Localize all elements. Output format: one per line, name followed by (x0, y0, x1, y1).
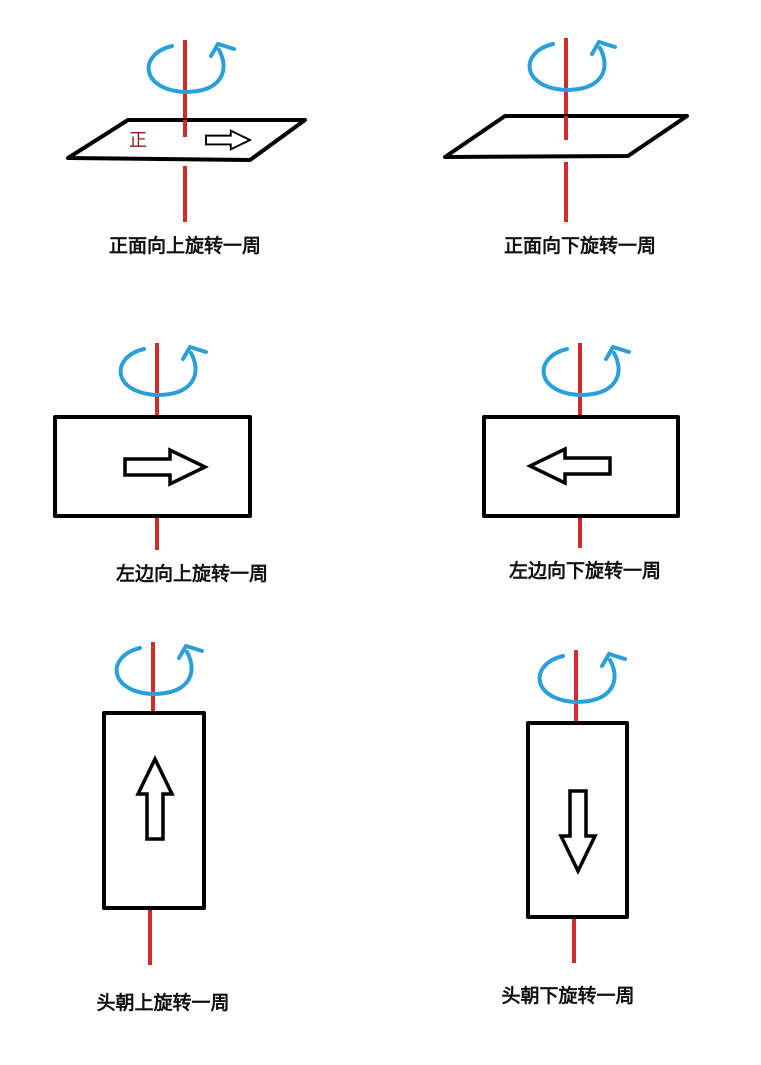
face-mark: 正 (129, 130, 147, 151)
rotation-arrow-icon (114, 644, 204, 696)
rotation-arrow-icon (537, 652, 627, 704)
panel-label: 头朝下旋转一周 (501, 984, 634, 1007)
rotation-arrow-icon (118, 345, 208, 397)
panel-label: 正面向上旋转一周 (109, 234, 261, 257)
panel-left-down: 左边向下旋转一周 (482, 343, 680, 582)
panel-label: 头朝上旋转一周 (96, 991, 229, 1014)
panel-face-up: 正 正面向上旋转一周 (66, 40, 307, 257)
flat-plane (66, 118, 307, 162)
panel-head-up: 头朝上旋转一周 (96, 642, 230, 1014)
panel-left-up: 左边向上旋转一周 (53, 343, 268, 585)
panel-label: 左边向下旋转一周 (509, 559, 661, 582)
panel-label: 左边向上旋转一周 (116, 562, 268, 585)
rotation-arrow-icon (527, 40, 617, 92)
rotation-arrow-icon (541, 345, 631, 397)
panel-face-down: 正面向下旋转一周 (443, 38, 689, 257)
panel-head-down: 头朝下旋转一周 (501, 650, 635, 1007)
rotation-arrow-icon (146, 42, 236, 94)
panel-label: 正面向下旋转一周 (504, 234, 656, 257)
